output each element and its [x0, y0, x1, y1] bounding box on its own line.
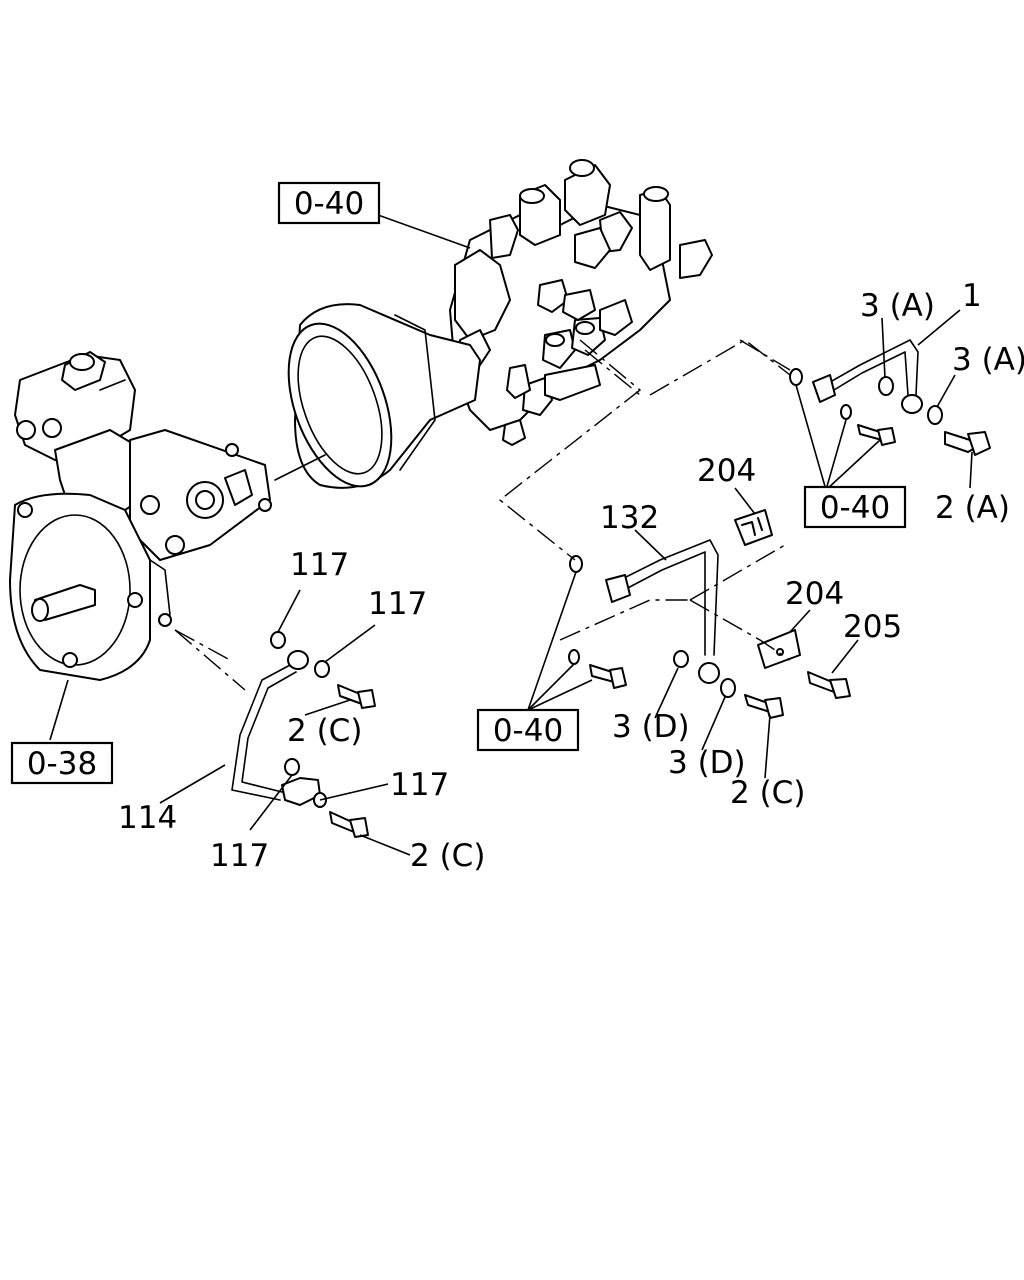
ref-label-compressor: 0-38	[27, 746, 97, 782]
callout-3a-left: 3 (A)	[860, 288, 935, 324]
callout-3a-right: 3 (A)	[952, 342, 1024, 378]
callout-3d-right: 3 (D)	[668, 745, 746, 781]
oil-pipe-1	[789, 339, 991, 456]
callout-117-c: 117	[390, 767, 449, 803]
callout-2c-mid: 2 (C)	[730, 775, 805, 811]
ref-box-pipe-mid	[476, 708, 580, 752]
oil-pipe-132	[568, 539, 784, 719]
callout-2c-a: 2 (C)	[287, 713, 362, 749]
ref-box-pump-top	[277, 181, 381, 225]
air-compressor	[9, 351, 272, 681]
callout-117-d: 117	[210, 838, 269, 874]
injection-pump	[287, 159, 713, 489]
callout-204-top: 204	[697, 453, 756, 489]
callout-117-a: 117	[290, 547, 349, 583]
clip-204-top	[734, 509, 773, 546]
callout-114: 114	[118, 800, 177, 836]
callout-1: 1	[962, 278, 982, 314]
ref-box-compressor	[10, 741, 114, 785]
oil-pipe-114	[231, 631, 376, 838]
ref-label-pump-top: 0-40	[294, 186, 364, 222]
ref-box-pump-right	[803, 485, 907, 529]
callout-2a: 2 (A)	[935, 490, 1010, 526]
callout-3d-left: 3 (D)	[612, 709, 690, 745]
ref-label-pump-right: 0-40	[820, 490, 890, 526]
callout-205: 205	[843, 609, 902, 645]
callout-117-b: 117	[368, 586, 427, 622]
callout-2c-b: 2 (C)	[410, 838, 485, 874]
ref-label-pipe-mid: 0-40	[493, 713, 563, 749]
callout-204-mid: 204	[785, 576, 844, 612]
callout-132: 132	[600, 500, 659, 536]
